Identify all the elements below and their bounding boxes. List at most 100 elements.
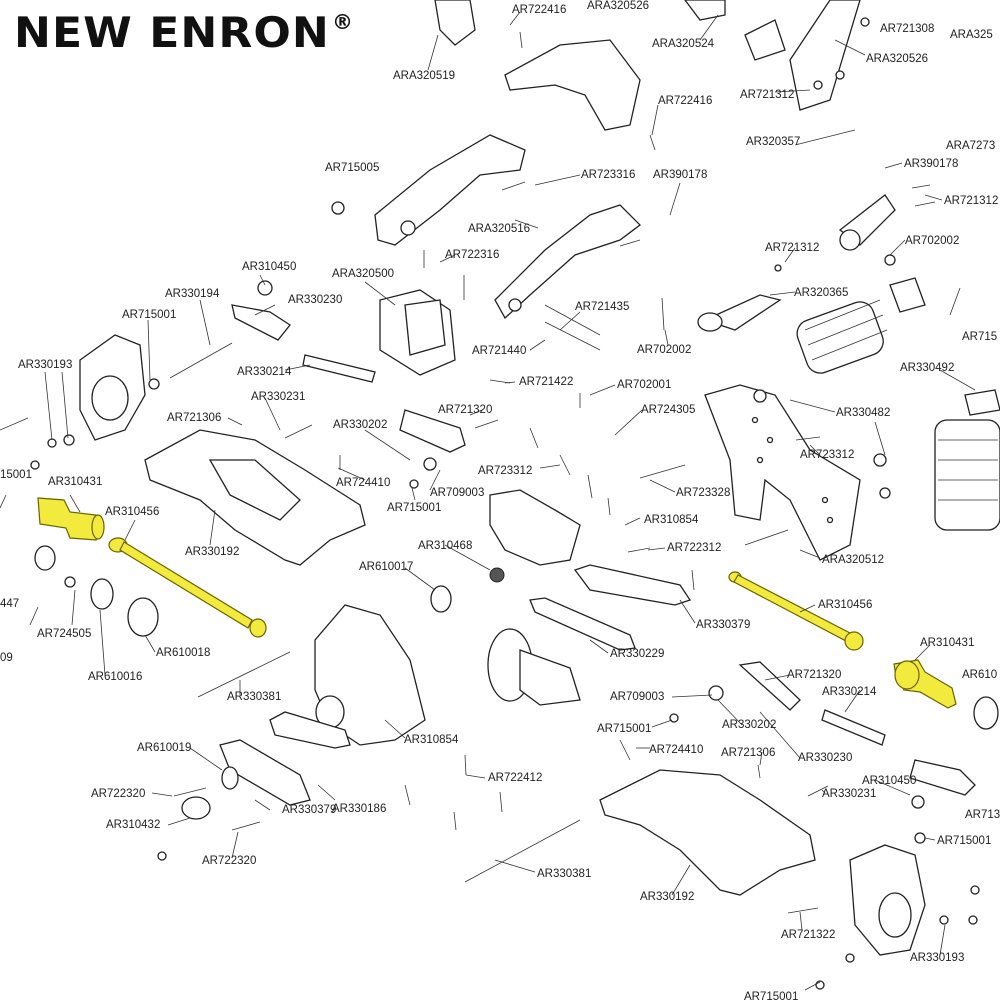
label-ara320526-b: ARA320526 — [866, 53, 928, 65]
label-ar330202-b: AR330202 — [722, 719, 776, 731]
label-ar330192: AR330192 — [185, 546, 239, 558]
label-ar610: AR610 — [962, 669, 997, 681]
label-ar330381: AR330381 — [227, 691, 281, 703]
brand-logo: NEW ENRON® — [14, 8, 354, 57]
label-ara320519: ARA320519 — [393, 70, 455, 82]
label-09: 09 — [0, 652, 13, 664]
label-ar724410: AR724410 — [336, 477, 390, 489]
label-ar330214: AR330214 — [237, 366, 292, 378]
label-ar330231: AR330231 — [251, 391, 305, 403]
label-ar310450-b: AR310450 — [862, 775, 916, 787]
label-ar723312: AR723312 — [800, 449, 854, 461]
part-rocker — [697, 194, 896, 332]
label-ar722320: AR722320 — [91, 788, 145, 800]
label-ar709003: AR709003 — [430, 487, 484, 499]
part-differential — [487, 628, 581, 706]
label-ar702001: AR702001 — [617, 379, 671, 391]
part-screws — [0, 31, 936, 914]
label-ara320524: ARA320524 — [652, 38, 715, 50]
label-ar715001-c: AR715001 — [597, 723, 651, 735]
label-ar721322: AR721322 — [781, 929, 835, 941]
label-ara325: ARA325 — [950, 29, 993, 41]
label-ar330186: AR330186 — [332, 803, 386, 815]
label-ar310431-b: AR310431 — [920, 637, 974, 649]
label-ar330193-b: AR330193 — [910, 952, 964, 964]
label-ar330202: AR330202 — [333, 419, 387, 431]
label-ar722316: AR722316 — [445, 249, 499, 261]
label-ar715001-b: AR715001 — [387, 502, 441, 514]
label-ar390178: AR390178 — [904, 158, 958, 170]
label-ar610018: AR610018 — [156, 647, 210, 659]
label-ar610016: AR610016 — [88, 671, 142, 683]
label-ar610017: AR610017 — [359, 561, 413, 573]
label-ar330193: AR330193 — [18, 359, 72, 371]
label-15001: 15001 — [0, 469, 32, 481]
highlighted-part-shaft-right — [728, 571, 864, 651]
part-upper-arm-a — [374, 134, 526, 246]
label-ar721312: AR721312 — [740, 89, 794, 101]
part-shock-tower — [704, 384, 861, 561]
part-lower-arm-right — [599, 769, 816, 896]
part-shock-front — [796, 277, 926, 374]
label-ar330231-b: AR330231 — [822, 788, 876, 800]
part-upper-arm-b — [494, 204, 641, 320]
highlighted-part-shaft-left — [108, 537, 267, 638]
part-hinge-pins — [0, 342, 686, 883]
label-ar721320: AR721320 — [438, 404, 492, 416]
label-ar330381-b: AR330381 — [537, 868, 591, 880]
highlighted-part-cup-right — [893, 659, 957, 709]
label-ar330194: AR330194 — [165, 288, 220, 300]
part-center-housing — [489, 489, 581, 566]
part-turnbuckle-right — [738, 661, 976, 796]
label-ar310468: AR310468 — [418, 540, 472, 552]
label-ar330379: AR330379 — [696, 619, 750, 631]
label-ar722312: AR722312 — [667, 542, 721, 554]
label-ar724505: AR724505 — [37, 628, 91, 640]
label-ar721308: AR721308 — [880, 23, 934, 35]
part-lower-arm-left — [144, 429, 366, 566]
label-ar310854: AR310854 — [644, 514, 699, 526]
label-ar310854-b: AR310854 — [404, 734, 459, 746]
label-ar722416-b: AR722416 — [658, 95, 712, 107]
highlighted-part-cup-left — [37, 497, 105, 541]
part-hub-carrier-left — [79, 334, 146, 441]
label-ar721440: AR721440 — [472, 345, 526, 357]
label-ar310431: AR310431 — [48, 476, 102, 488]
label-ar310450: AR310450 — [242, 261, 296, 273]
label-ar715: AR715 — [962, 331, 997, 343]
brand-name: NEW ENRON — [14, 8, 330, 57]
part-hub-carrier-right — [849, 844, 926, 956]
label-ar709003-b: AR709003 — [610, 691, 664, 703]
part-gearbox — [314, 604, 426, 746]
label-ar610019: AR610019 — [137, 742, 191, 754]
label-ar721320-b: AR721320 — [787, 669, 841, 681]
part-small-hardware — [30, 17, 980, 990]
label-ar722320-b: AR722320 — [202, 855, 256, 867]
label-ar320365: AR320365 — [794, 287, 848, 299]
part-bottom-brace — [219, 711, 351, 806]
label-ar715001-e: AR715001 — [744, 991, 798, 1000]
label-ar330492: AR330492 — [900, 362, 954, 374]
label-ar722412: AR722412 — [488, 772, 542, 784]
label-ar310456: AR310456 — [105, 506, 159, 518]
label-ar390178-b: AR390178 — [653, 169, 707, 181]
label-ar721312-b: AR721312 — [944, 195, 998, 207]
label-ar702002-b: AR702002 — [637, 344, 691, 356]
label-ar330214-b: AR330214 — [822, 686, 877, 698]
label-ara320526: ARA320526 — [587, 0, 649, 12]
label-ar723328: AR723328 — [676, 487, 730, 499]
label-ar721422: AR721422 — [519, 376, 573, 388]
label-ar721306: AR721306 — [167, 412, 221, 424]
part-shock-rear — [934, 389, 1000, 531]
label-ar715005: AR715005 — [325, 162, 379, 174]
label-ar330482: AR330482 — [836, 407, 890, 419]
leader-lines — [44, 11, 976, 991]
label-ar330229: AR330229 — [610, 648, 664, 660]
label-ar721435: AR721435 — [575, 301, 629, 313]
label-ar723312-b: AR723312 — [478, 465, 532, 477]
label-ar320357: AR320357 — [746, 136, 800, 148]
label-ara320512: ARA320512 — [822, 554, 884, 566]
label-ar330230: AR330230 — [288, 294, 342, 306]
label-ar330192-b: AR330192 — [640, 891, 694, 903]
